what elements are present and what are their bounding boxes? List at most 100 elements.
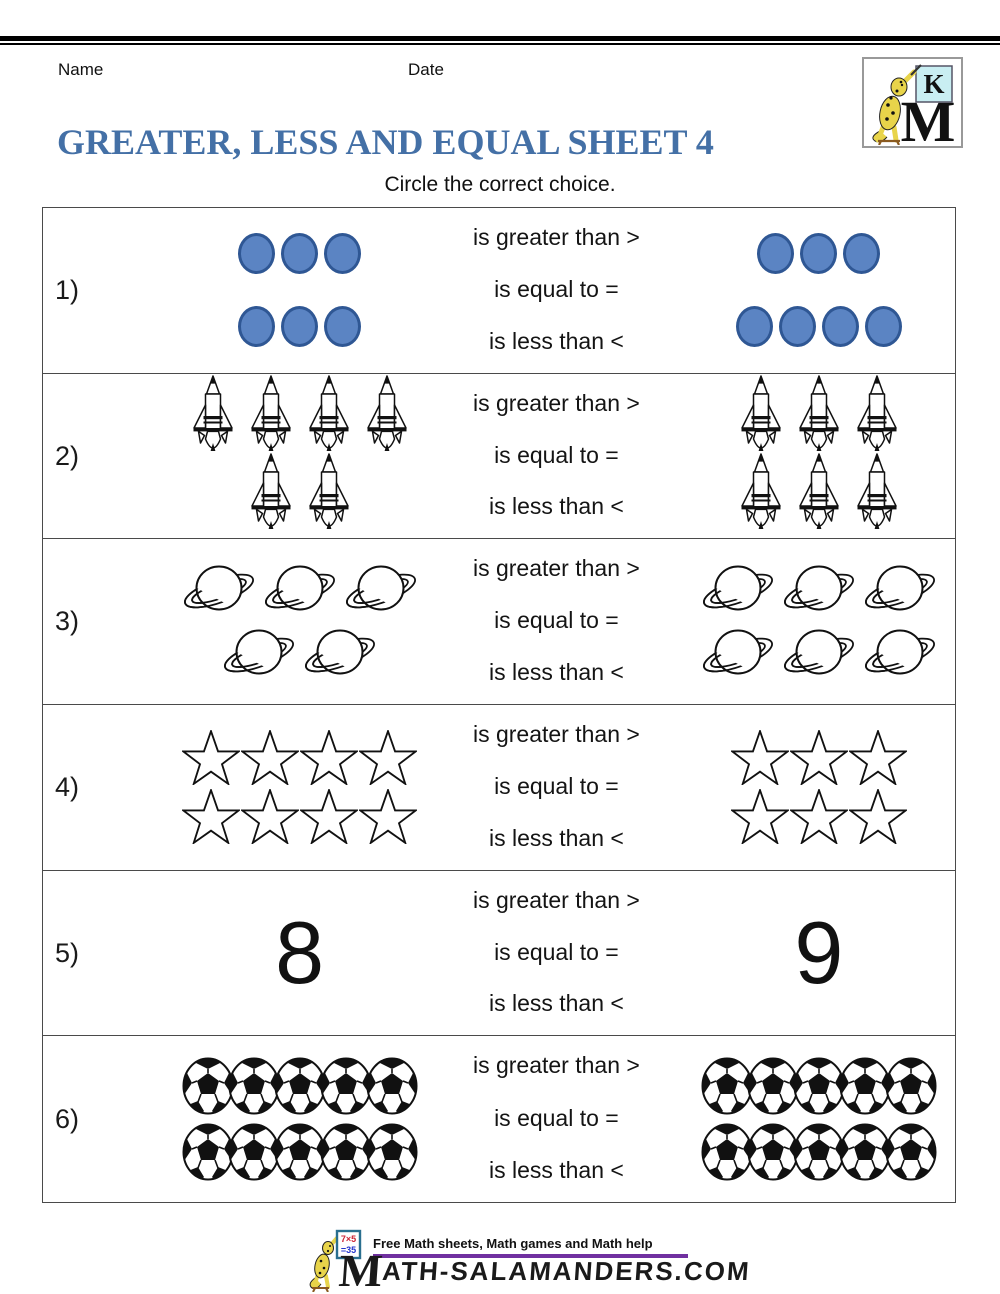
- left-group: [89, 1036, 455, 1202]
- footer-logo: 7×5 =35 Free Math sheets, Math games and…: [0, 1228, 1000, 1294]
- counter-dot-icon: [324, 306, 362, 348]
- site-logo: M K: [862, 57, 963, 148]
- table-row: 4) is greater than > is equal to = is less…: [43, 705, 955, 871]
- soccer-ball-icon: [701, 1123, 753, 1181]
- date-label: Date: [408, 60, 444, 79]
- rocket-icon: [857, 375, 897, 451]
- icon-row: [238, 306, 362, 348]
- choice-option[interactable]: is greater than >: [472, 886, 640, 913]
- soccer-ball-icon: [793, 1123, 845, 1181]
- footer-salamander-icon: 7×5 =35: [309, 1229, 362, 1292]
- rocket-icon: [799, 453, 839, 529]
- soccer-ball-icon: [885, 1057, 937, 1115]
- choice-option[interactable]: is less than <: [488, 327, 624, 354]
- table-row: 6): [43, 1036, 955, 1202]
- counter-dot-icon: [843, 233, 881, 275]
- counter-dot-icon: [821, 306, 859, 348]
- footer-rule: [373, 1254, 688, 1258]
- row-number: 4): [55, 771, 80, 802]
- star-icon: [359, 789, 418, 845]
- soccer-ball-icon: [228, 1057, 280, 1115]
- choice-option[interactable]: is equal to =: [494, 1104, 619, 1131]
- right-group: [658, 374, 955, 539]
- icon-row: [701, 1123, 937, 1181]
- site-rest: ATH-SALAMANDERS.COM: [381, 1256, 752, 1286]
- icon-row: [182, 789, 418, 845]
- soccer-ball-icon: [320, 1123, 372, 1181]
- planet-icon: [864, 629, 935, 675]
- rocket-icon: [250, 453, 291, 529]
- counter-dot-icon: [757, 233, 795, 275]
- right-group: 9: [658, 871, 955, 1036]
- icon-row: [739, 453, 899, 537]
- choice-option[interactable]: is greater than >: [472, 389, 640, 416]
- choice-option[interactable]: is equal to =: [494, 275, 619, 302]
- rocket-icon: [799, 375, 839, 451]
- right-group: [658, 1036, 955, 1202]
- icon-row: [182, 730, 418, 786]
- planet-icon: [702, 629, 773, 675]
- star-icon: [789, 789, 848, 845]
- soccer-ball-icon: [228, 1123, 280, 1181]
- choice-option[interactable]: is less than <: [488, 493, 624, 520]
- footer-site-name: MATH-SALAMANDERS.COM: [337, 1245, 752, 1294]
- soccer-ball-icon: [839, 1123, 891, 1181]
- choice-list: is greater than > is equal to = is less th…: [455, 374, 658, 539]
- choice-option[interactable]: is greater than >: [472, 721, 640, 748]
- counter-dot-icon: [864, 306, 902, 348]
- choice-option[interactable]: is less than <: [488, 659, 624, 685]
- soccer-ball-icon: [274, 1123, 326, 1181]
- row-number: 1): [55, 274, 80, 305]
- soccer-ball-icon: [366, 1123, 418, 1181]
- soccer-ball-icon: [274, 1057, 326, 1115]
- star-icon: [182, 789, 241, 845]
- counter-dot-icon: [800, 233, 838, 275]
- board-line-2: =35: [341, 1245, 356, 1255]
- star-icon: [241, 789, 300, 845]
- rocket-icon: [857, 453, 897, 529]
- counter-dot-icon: [735, 306, 773, 348]
- planet-icon: [702, 565, 773, 611]
- choice-option[interactable]: is equal to =: [494, 441, 619, 468]
- icon-row: [739, 375, 899, 459]
- choice-option[interactable]: is less than <: [488, 824, 624, 851]
- star-icon: [848, 730, 907, 786]
- choice-option[interactable]: is greater than >: [472, 224, 640, 250]
- icon-row: [238, 233, 362, 275]
- choice-option[interactable]: is greater than >: [472, 1052, 640, 1079]
- soccer-ball-icon: [182, 1123, 234, 1181]
- left-group: [89, 374, 455, 539]
- choice-option[interactable]: is equal to =: [494, 607, 619, 634]
- choice-option[interactable]: is greater than >: [472, 555, 640, 582]
- planet-icon: [264, 565, 335, 611]
- name-label: Name: [58, 60, 104, 79]
- left-group: [89, 539, 455, 704]
- counter-dot-icon: [238, 306, 276, 348]
- row-number: 5): [55, 937, 80, 968]
- icon-row: [757, 233, 881, 275]
- choice-option[interactable]: is equal to =: [494, 938, 619, 965]
- soccer-ball-icon: [701, 1057, 753, 1115]
- counter-dot-icon: [324, 233, 362, 275]
- planet-icon: [864, 565, 935, 611]
- choice-list: is greater than > is equal to = is less th…: [455, 705, 658, 870]
- salamander-logo-icon: M K: [871, 63, 955, 145]
- icon-row: [730, 730, 907, 786]
- planet-icon: [783, 629, 854, 675]
- planet-icon: [183, 565, 254, 611]
- choice-option[interactable]: is less than <: [488, 1157, 624, 1184]
- rocket-icon: [192, 375, 233, 451]
- choice-option[interactable]: is less than <: [488, 990, 624, 1017]
- star-icon: [300, 789, 359, 845]
- choice-option[interactable]: is equal to =: [494, 772, 619, 799]
- icon-row: [701, 1057, 937, 1115]
- instruction: Circle the correct choice.: [384, 173, 616, 196]
- soccer-ball-icon: [182, 1057, 234, 1115]
- icon-row: [730, 789, 907, 845]
- choice-list: is greater than > is equal to = is less th…: [455, 1036, 658, 1202]
- numeral: 8: [275, 903, 325, 1003]
- planet-icon: [345, 565, 416, 611]
- planet-icon: [224, 629, 294, 675]
- logo-k-card: [914, 64, 953, 103]
- icon-row: [699, 623, 939, 685]
